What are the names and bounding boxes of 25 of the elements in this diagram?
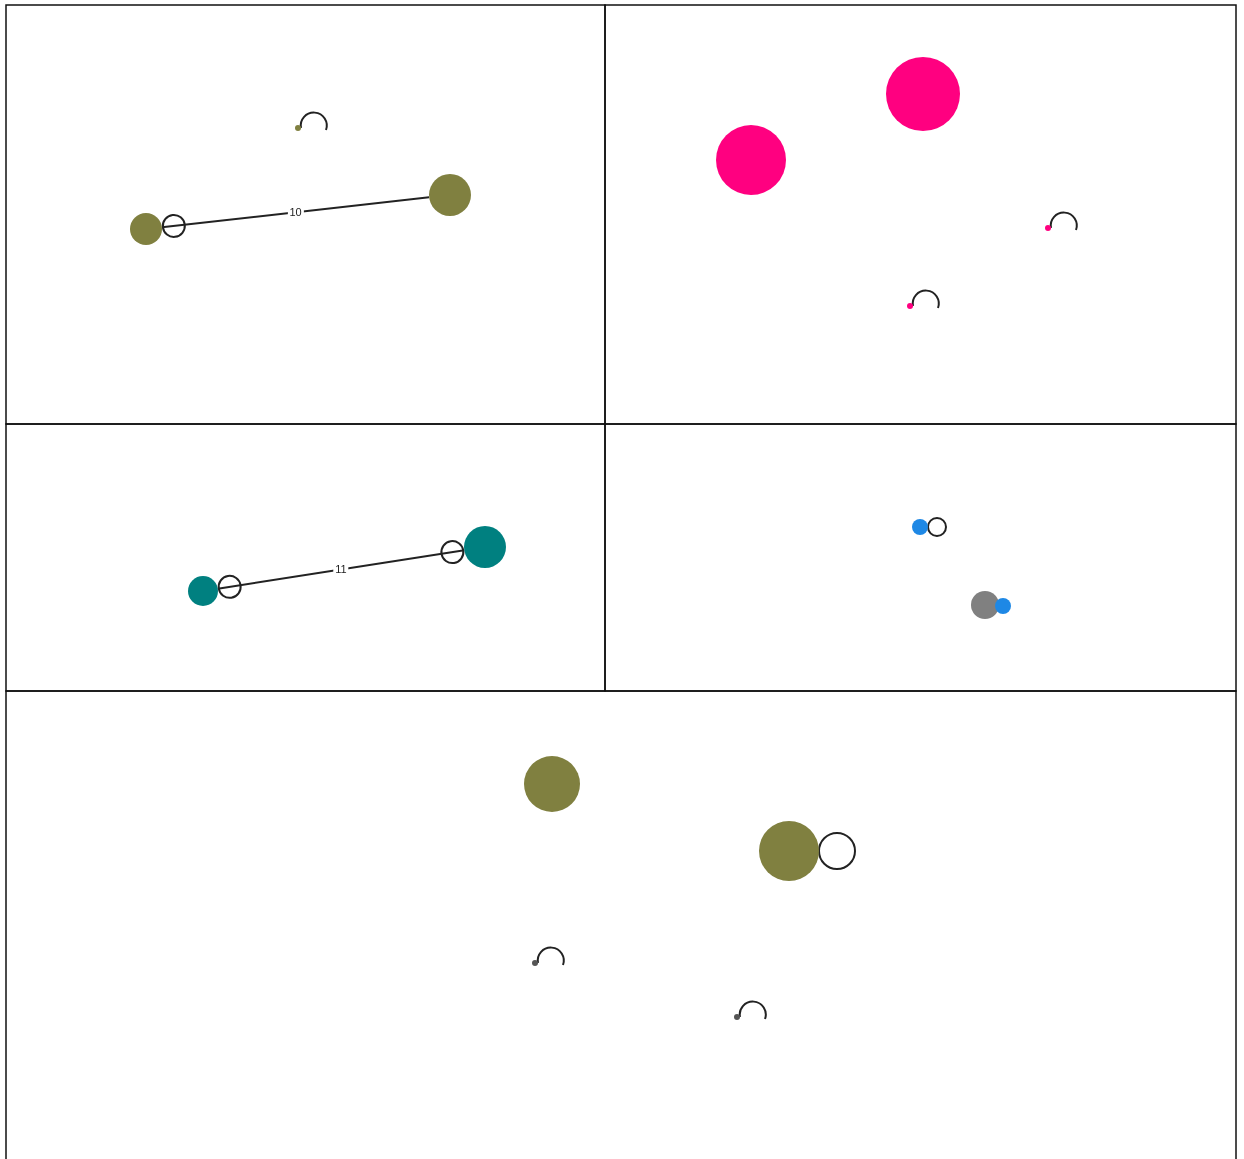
self-loop — [738, 1000, 767, 1020]
connector-line — [216, 540, 466, 599]
node-circle — [188, 576, 218, 606]
node-circle — [912, 519, 928, 535]
node-circle — [907, 303, 913, 309]
node-circle — [429, 174, 471, 216]
node-circle — [464, 526, 506, 568]
node-circle — [295, 125, 301, 131]
node-circle — [759, 821, 819, 881]
self-loop — [911, 289, 940, 309]
self-loop — [299, 111, 328, 131]
node-circle — [734, 1014, 740, 1020]
node-circle — [971, 591, 999, 619]
edge-label: 11 — [333, 563, 349, 576]
self-loop — [1049, 211, 1078, 231]
node-circle — [995, 598, 1011, 614]
self-loop — [536, 946, 565, 966]
self-loop — [927, 517, 947, 537]
node-circle — [130, 213, 162, 245]
node-circle — [1045, 225, 1051, 231]
node-circle — [532, 960, 538, 966]
self-loop — [818, 832, 856, 870]
edge-label: 10 — [287, 206, 304, 219]
connector-line — [160, 196, 431, 238]
node-circle — [524, 756, 580, 812]
